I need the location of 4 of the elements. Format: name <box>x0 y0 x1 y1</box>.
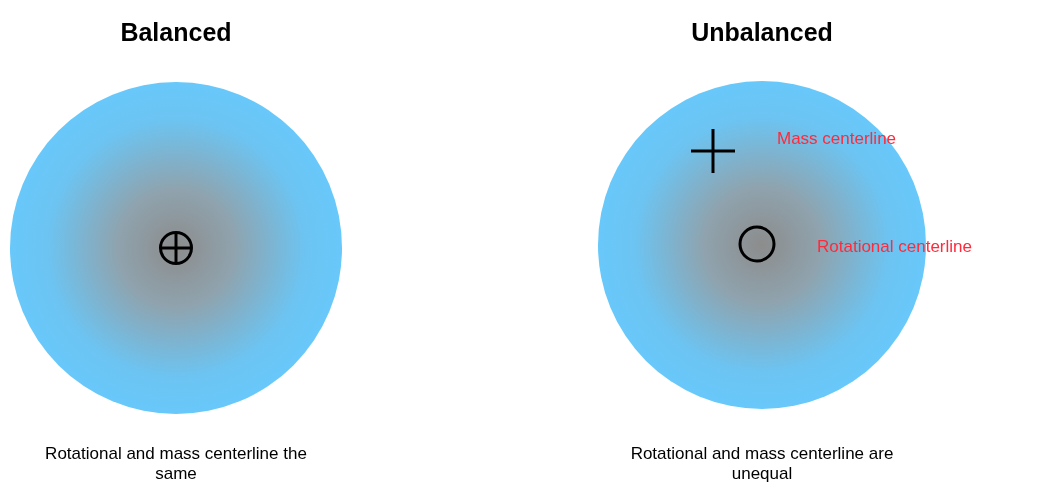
heading: Balanced <box>119 17 233 48</box>
heading: Unbalanced <box>690 17 834 48</box>
node-label: Rotational and mass centerline are unequal <box>629 444 895 484</box>
node-label: Rotational and mass centerline the same <box>44 444 308 484</box>
